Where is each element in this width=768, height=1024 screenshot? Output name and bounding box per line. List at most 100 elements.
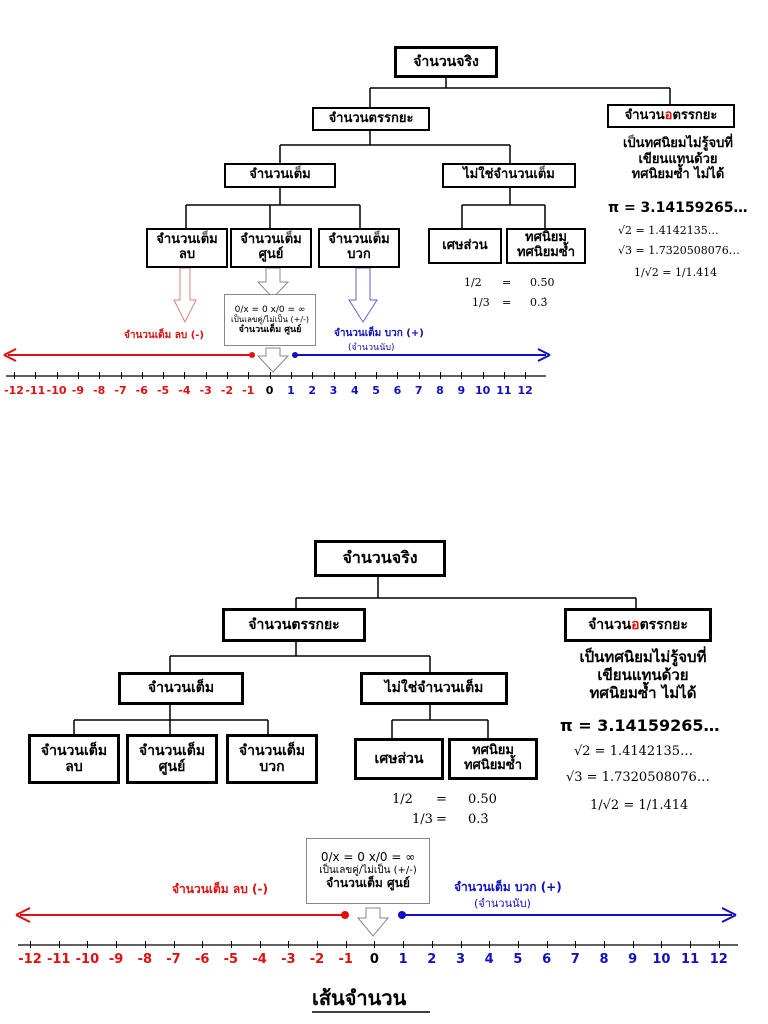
number-line-tick-label: -2 [220, 384, 234, 397]
box-non-integer: ไม่ใช่จำนวนเต็ม [442, 163, 576, 188]
box-irrational: จำนวนอตรรกยะ [564, 608, 712, 642]
number-line-tick-label: 2 [308, 384, 317, 397]
fraction-half: 1/2 [464, 276, 482, 289]
number-line-tick-mark [460, 941, 462, 948]
number-line-tick-label: 5 [372, 384, 380, 397]
bottom-tree-lines [15, 577, 738, 1013]
negative-integer-label: จำนวนเต็ม ลบ (-) [124, 330, 204, 341]
number-line-tick-mark [403, 941, 405, 948]
number-line-tick-label: -5 [223, 952, 239, 967]
box-non-integer: ไม่ใช่จำนวนเต็ม [360, 672, 508, 705]
number-line-tick-label: 0 [369, 952, 379, 967]
number-line-tick-label: -8 [93, 384, 106, 397]
number-line-tick-label: 9 [457, 384, 466, 397]
number-line-tick-mark [144, 941, 146, 948]
box-negative-integer: จำนวนเต็มลบ [28, 734, 120, 784]
box-zero-integer: จำนวนเต็มศูนย์ [126, 734, 218, 784]
number-line-tick-label: 10 [652, 952, 671, 967]
number-line-tick-label: -8 [137, 952, 153, 967]
number-line-tick-mark [345, 941, 347, 948]
zero-note-box: 0/x = 0 x/0 = ∞ เป็นเลขคู่/ไม่เป็น (+/-)… [306, 838, 430, 904]
number-line-tick-mark [202, 941, 204, 948]
decimal-third: 0.3̇ [530, 296, 548, 309]
sqrt2-value: √2 = 1.4142135… [574, 744, 694, 759]
number-line-tick-mark [317, 941, 318, 948]
decimal-third: 0.3̇ [468, 812, 489, 827]
number-line-tick-label: 1 [287, 384, 295, 397]
irrational-description: เป็นทศนิยมไม่รู้จบที่เขียนแทนด้วยทศนิยมซ… [622, 136, 733, 183]
number-line-tick-mark [517, 941, 519, 948]
number-line-tick-mark [230, 941, 232, 948]
number-line-tick-mark [461, 372, 463, 379]
number-line-tick-label: -1 [242, 384, 255, 397]
inv-sqrt2: 1/√2 = 1/1.414 [634, 266, 718, 279]
number-line-tick-mark [312, 372, 314, 379]
number-line-tick-label: -9 [71, 384, 85, 397]
decimal-half: 0.50 [530, 276, 555, 289]
number-line-tick-label: 9 [628, 952, 638, 967]
number-line-tick-label: -1 [338, 952, 353, 967]
number-line-tick-label: -9 [108, 952, 124, 967]
number-line-tick-mark [163, 372, 165, 379]
number-line-tick-mark [30, 941, 31, 948]
number-line-tick-mark [489, 941, 491, 948]
box-decimal: ทศนิยมทศนิยมซ้ำ [506, 228, 586, 264]
box-rational: จำนวนตรรกยะ [222, 608, 366, 642]
number-line-tick-mark [661, 941, 663, 948]
box-real-numbers: จำนวนจริง [314, 540, 446, 577]
decimal-half: 0.50 [468, 792, 497, 807]
number-line-tick-mark [333, 372, 335, 379]
number-line-tick-mark [205, 372, 207, 379]
top-tree-lines [3, 78, 671, 377]
number-line-tick-label: 7 [570, 952, 580, 967]
box-fraction: เศษส่วน [354, 738, 444, 780]
number-line-tick-label: 8 [436, 384, 444, 397]
number-line-tick-mark [525, 372, 527, 379]
number-line-tick-label: -10 [75, 952, 100, 967]
number-line-tick-mark [184, 372, 186, 379]
box-positive-integer: จำนวนเต็มบวก [226, 734, 318, 784]
number-line-tick-label: -6 [194, 952, 210, 967]
sqrt3-value: √3 = 1.7320508076… [618, 244, 740, 257]
number-line-tick-label: 11 [496, 384, 512, 397]
top-diagram: จำนวนจริง จำนวนตรรกยะ จำนวนอตรรกยะ จำนวน… [0, 0, 768, 480]
number-line-tick-mark [632, 941, 634, 948]
number-line-tick-label: 0 [265, 384, 274, 397]
number-line-tick-label: 5 [513, 952, 523, 967]
number-line-tick-label: 12 [709, 952, 728, 967]
number-line-tick-label: 3 [455, 952, 466, 967]
eq-half: = [436, 792, 447, 807]
number-line-tick-label: -7 [166, 952, 181, 967]
number-line-tick-label: 4 [484, 952, 494, 967]
number-line-tick-mark [269, 372, 271, 379]
number-line-tick-label: -3 [199, 384, 212, 397]
positive-integer-label: จำนวนเต็ม บวก (+) [334, 328, 424, 339]
box-positive-integer: จำนวนเต็มบวก [318, 228, 400, 268]
pi-value: π = 3.14159265… [608, 200, 748, 216]
number-line-tick-label: -11 [46, 952, 71, 967]
number-line-tick-label: -12 [4, 384, 24, 397]
sqrt3-value: √3 = 1.7320508076… [566, 770, 710, 785]
bottom-diagram: จำนวนจริง จำนวนตรรกยะ จำนวนอตรรกยะ จำนวน… [0, 520, 768, 1024]
box-irrational: จำนวนอตรรกยะ [607, 104, 735, 128]
number-line-tick-mark [503, 372, 505, 379]
box-fraction: เศษส่วน [428, 228, 502, 264]
number-line-tick-mark [374, 941, 376, 948]
zero-note-box: 0/x = 0 x/0 = ∞ เป็นเลขคู่/ไม่เป็น (+/-)… [224, 294, 316, 346]
number-line-tick-mark [690, 941, 692, 948]
box-integer: จำนวนเต็ม [118, 672, 244, 705]
eq-third: = [436, 812, 447, 827]
number-line-tick-label: -10 [46, 384, 67, 397]
number-line-tick-mark [546, 941, 548, 948]
number-line-tick-label: 6 [393, 384, 402, 397]
number-line-tick-label: -4 [252, 952, 267, 967]
number-line-tick-mark [604, 941, 605, 948]
box-rational: จำนวนตรรกยะ [312, 107, 430, 131]
number-line-tick-label: 12 [517, 384, 533, 397]
number-line-tick-mark [116, 941, 118, 948]
number-line-tick-mark [718, 941, 720, 948]
number-line-tick-label: 6 [542, 952, 552, 967]
number-line-tick-mark [87, 941, 89, 948]
pi-value: π = 3.14159265… [560, 716, 720, 735]
number-line-tick-mark [397, 372, 399, 379]
